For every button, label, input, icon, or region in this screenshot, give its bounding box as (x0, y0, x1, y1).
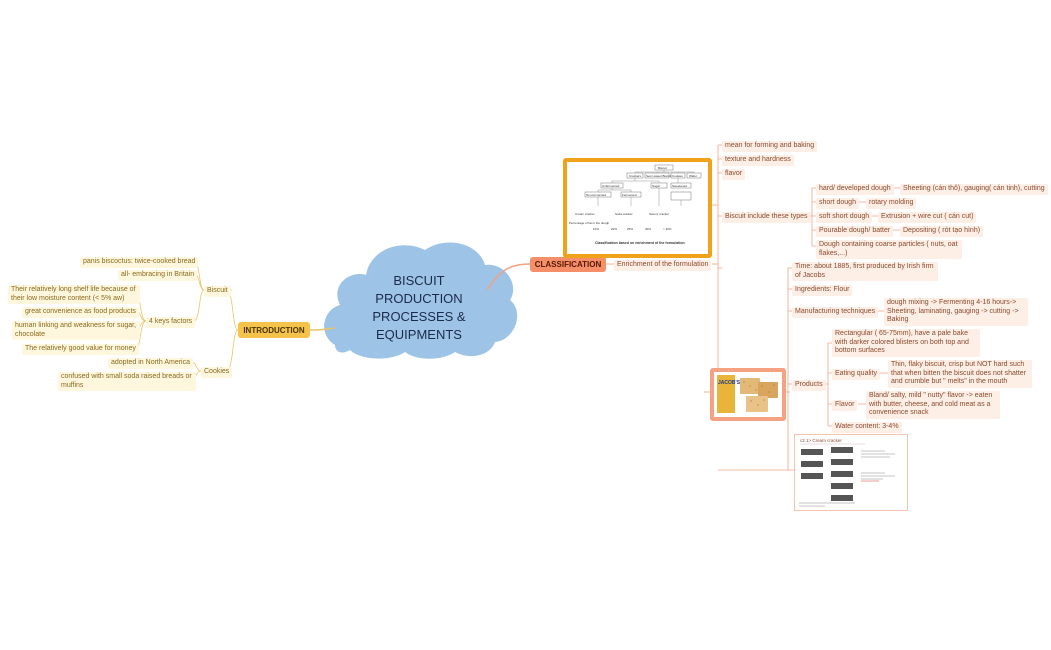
type-hard[interactable]: hard/ developed dough (816, 184, 894, 195)
products-shape[interactable]: Rectangular ( 65-75mm), have a pale bake… (832, 329, 980, 357)
eating-quality-detail[interactable]: Thin, flaky biscuit, crisp but NOT hard … (888, 360, 1032, 388)
type-short-detail[interactable]: rotary molding (866, 198, 917, 209)
biscuit-item-britain[interactable]: all- embracing in Britain (118, 270, 198, 281)
fig-box-crackers: Crackers (629, 174, 642, 178)
techniques-topic[interactable]: Manufacturing techniques (792, 307, 879, 318)
fig-box-nonfermented: Non-fermented (586, 193, 606, 197)
cream-cracker-document[interactable]: c2.1> Cream cracker (794, 434, 908, 511)
factor-sugar[interactable]: human linking and weakness for sugar, ch… (12, 321, 140, 340)
fig-box-biscuit: Biscuit (658, 166, 667, 170)
classification-topic[interactable]: CLASSIFICATION (530, 257, 606, 272)
fig-caption: Classification based on enrichment of th… (595, 241, 685, 245)
type-soft-short-detail[interactable]: Extrusion + wire cut ( cán cut) (878, 212, 977, 223)
biscuit-topic[interactable]: Biscuit (204, 286, 231, 297)
cream-cracker-image[interactable]: JACOB'S (710, 368, 786, 421)
central-topic-cloud (324, 242, 518, 359)
type-pourable[interactable]: Pourable dough/ batter (816, 226, 894, 237)
type-short[interactable]: short dough (816, 198, 859, 209)
fig-item-savory: Savory cracker (649, 212, 669, 216)
eating-quality-topic[interactable]: Eating quality (832, 369, 881, 380)
flavor-topic[interactable]: Flavor (832, 400, 858, 411)
fig-tick-2: 20% (611, 227, 617, 231)
cracker-time[interactable]: Time: about 1885, first produced by Iris… (792, 262, 938, 281)
biscuit-item-panis[interactable]: panis biscoctus: twice-cooked bread (80, 257, 199, 268)
products-topic[interactable]: Products (792, 380, 826, 391)
fig-tick-4: 30% (645, 227, 651, 231)
classification-figure[interactable]: Biscuit Crackers Semi-sweet Biscuit Cook… (563, 158, 712, 258)
top-flavor[interactable]: flavor (722, 169, 746, 180)
introduction-topic[interactable]: INTRODUCTION (238, 322, 310, 338)
key-factors-topic[interactable]: 4 keys factors (146, 317, 196, 328)
enrichment-topic[interactable]: Enrichment of the formulation (614, 260, 712, 271)
fig-ylabel: Percentage of fat in the dough (569, 221, 610, 225)
factor-shelf-life[interactable]: Their relatively long shelf life because… (8, 285, 140, 304)
type-soft-short[interactable]: soft short dough (816, 212, 873, 223)
cookies-item-america[interactable]: adopted in North America (108, 358, 193, 369)
top-texture[interactable]: texture and hardness (722, 155, 794, 166)
fig-item-cream: Cream cracker (575, 212, 595, 216)
fig-box-semi: Semi-sweet Biscuit (646, 174, 672, 178)
techniques-detail[interactable]: dough mixing -> Fermenting 4-16 hours-> … (884, 298, 1028, 326)
fig-box-unfermented: Unfermented (602, 184, 620, 188)
document-title: c2.1> Cream cracker (800, 438, 842, 443)
type-coarse[interactable]: Dough containing coarse particles ( nuts… (816, 240, 962, 259)
fig-box-sweetened: Sweetened (672, 184, 687, 188)
fig-box-sugar: Sugar (652, 184, 660, 188)
types-topic[interactable]: Biscuit include these types (722, 212, 811, 223)
fig-tick-3: 25% (627, 227, 633, 231)
flavor-detail[interactable]: Bland/ salty, mild " nutty" flavor -> ea… (866, 391, 1000, 419)
top-forming[interactable]: mean for forming and baking (722, 141, 818, 152)
fig-tick-5: > 30% (663, 227, 672, 231)
fig-tick-1: 10% (593, 227, 599, 231)
factor-value[interactable]: The relatively good value for money (22, 344, 139, 355)
cracker-ingredients[interactable]: Ingredients: Flour (792, 285, 853, 296)
classification-chart-image: Biscuit Crackers Semi-sweet Biscuit Cook… (569, 164, 702, 245)
fig-box-wafer: Wafer (689, 174, 697, 178)
type-hard-detail[interactable]: Sheeting (cán thô), gauging( cán tinh), … (900, 184, 1048, 195)
fig-box-fermented: Fermented (622, 193, 637, 197)
fig-item-soda: Soda cracker (615, 212, 633, 216)
water-content[interactable]: Water content: 3-4% (832, 422, 902, 433)
fig-box-cookies: Cookies (672, 174, 683, 178)
central-topic[interactable]: BISCUIT PRODUCTION PROCESSES & EQUIPMENT… (372, 273, 466, 342)
factor-convenience[interactable]: great convenience as food products (22, 307, 139, 318)
type-pourable-detail[interactable]: Depositing ( rót tạo hình) (900, 226, 984, 237)
cookies-item-muffins[interactable]: confused with small soda raised breads o… (58, 372, 196, 391)
cookies-topic[interactable]: Cookies (201, 367, 233, 378)
jacobs-brand: JACOB'S (718, 380, 741, 386)
